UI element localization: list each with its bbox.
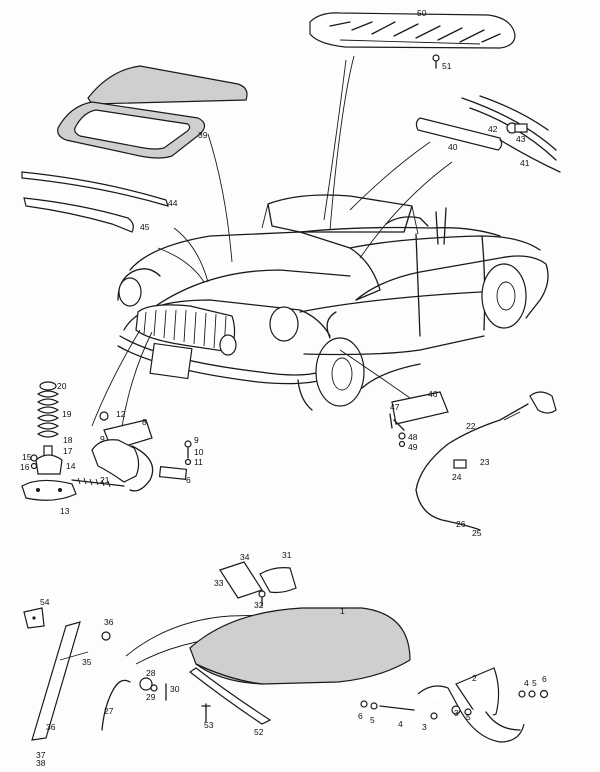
callout-40: 40: [448, 142, 458, 152]
callout-37: 37: [36, 750, 46, 760]
callout-10: 10: [194, 447, 204, 457]
callout-27: 27: [104, 706, 114, 716]
leader-lines: [91, 55, 453, 665]
callout-31: 31: [282, 550, 292, 560]
callout-9b: 9: [194, 435, 199, 445]
seal-52-53: [188, 667, 272, 725]
callout-11: 11: [194, 457, 203, 467]
callout-50: 50: [417, 8, 427, 18]
callout-24: 24: [452, 472, 462, 482]
callout-46: 46: [428, 389, 438, 399]
callout-52: 52: [254, 727, 264, 737]
small-hardware: [30, 411, 192, 470]
callout-54: 54: [40, 597, 50, 607]
callout-2: 2: [472, 673, 477, 683]
spring-19: [21, 381, 77, 501]
callout-1: 1: [340, 606, 345, 616]
callout-32: 32: [254, 600, 264, 610]
callout-6a: 6: [542, 674, 547, 684]
callout-38: 38: [36, 758, 46, 768]
callout-44: 44: [168, 198, 178, 208]
callout-12: 12: [116, 409, 126, 419]
callout-47: 47: [390, 402, 400, 412]
callout-22: 22: [466, 421, 476, 431]
callout-36b: 36: [46, 722, 56, 732]
windscreen-strip: [21, 171, 169, 233]
callout-6b: 6: [358, 711, 363, 721]
door-seal: [415, 95, 561, 173]
vent-grille: [309, 12, 516, 49]
callout-29: 29: [146, 692, 156, 702]
callout-5a: 5: [532, 678, 537, 688]
clip-42: [506, 122, 528, 134]
callout-7: 6: [186, 475, 191, 485]
callout-20: 20: [57, 381, 67, 391]
safety-catch-rod-21: [71, 477, 125, 488]
callout-5b: 5: [370, 715, 375, 725]
callout-4a: 4: [524, 678, 529, 688]
callout-30: 30: [170, 684, 180, 694]
callout-35: 35: [82, 657, 92, 667]
callout-49: 49: [408, 442, 418, 452]
boot-lid-1: [189, 607, 411, 685]
car-body: [117, 194, 549, 411]
roof-panel: [57, 65, 248, 159]
callout-3b: 3: [422, 722, 427, 732]
callout-26: 26: [456, 519, 466, 529]
callout-41: 41: [520, 158, 530, 168]
callout-17: 17: [63, 446, 73, 456]
callout-16: 16: [20, 462, 30, 472]
callout-34: 34: [240, 552, 250, 562]
callout-43: 43: [516, 134, 526, 144]
screw-51: [432, 54, 440, 69]
callout-15: 15: [22, 452, 32, 462]
stay-27-28: [101, 677, 167, 731]
bonnet-lock: [91, 419, 188, 492]
callout-51: 51: [442, 61, 452, 71]
prop-rod-35: [31, 621, 111, 741]
callout-9a: 9: [100, 434, 105, 444]
callout-13: 13: [60, 506, 70, 516]
callout-53: 53: [204, 720, 214, 730]
bonnet-catch-46: [389, 391, 449, 448]
callout-21: 21: [100, 475, 110, 485]
callout-36a: 36: [104, 617, 114, 627]
release-cable: [415, 391, 557, 531]
callout-23: 23: [480, 457, 490, 467]
callout-45: 45: [140, 222, 150, 232]
callout-28: 28: [146, 668, 156, 678]
callout-42: 42: [488, 124, 498, 134]
hinge-31-34: [219, 561, 297, 607]
callout-8: 8: [142, 417, 147, 427]
callout-39: 39: [198, 130, 208, 140]
callout-3a: 3: [454, 708, 459, 718]
callout-33: 33: [214, 578, 224, 588]
boot-lock-2: [360, 667, 549, 743]
callout-4b: 4: [398, 719, 403, 729]
callout-5c: 5: [466, 712, 471, 722]
callout-14: 14: [66, 461, 76, 471]
callout-labels: 50 51 39 42 43 40 41 44 45 20 19 12 8 46…: [20, 8, 547, 768]
bracket-54: [23, 607, 45, 629]
callout-19: 19: [62, 409, 72, 419]
callout-18: 18: [63, 435, 73, 445]
callout-48: 48: [408, 432, 418, 442]
callout-25: 25: [472, 528, 482, 538]
